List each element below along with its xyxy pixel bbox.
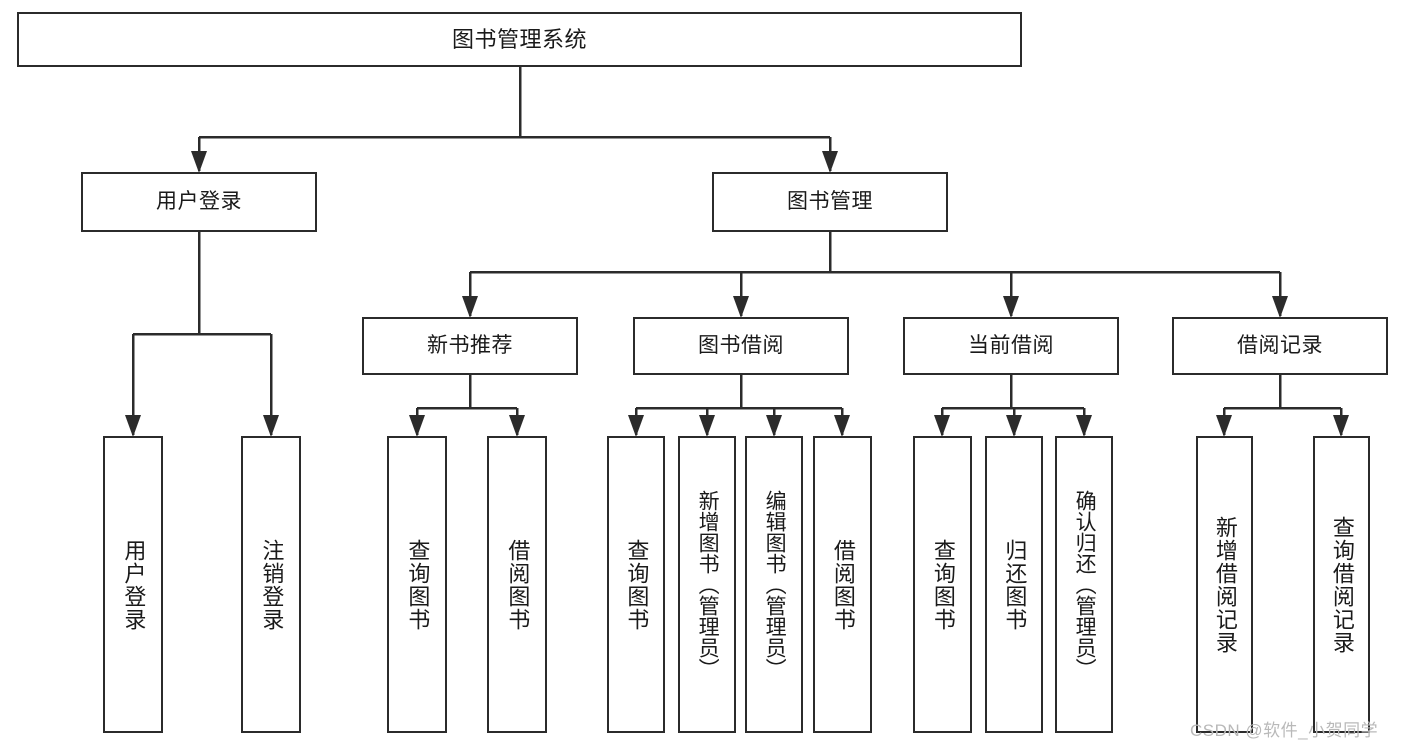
node-label: 用户登录 [121,538,147,631]
node-label: 用户登录 [156,189,242,213]
node-label: 注销登录 [259,538,285,631]
node-label: 新增图书（管理员） [696,490,720,679]
leaf-add-book-admin[interactable]: 新增图书（管理员） [678,436,736,733]
node-label: 图书管理 [787,189,873,213]
node-label: 借阅记录 [1237,333,1323,357]
node-borrow-record[interactable]: 借阅记录 [1172,317,1388,375]
leaf-borrow-book[interactable]: 借阅图书 [813,436,872,733]
leaf-add-borrow-record[interactable]: 新增借阅记录 [1196,436,1253,733]
node-label: 借阅图书 [830,538,856,631]
leaf-query-book-borrow[interactable]: 查询图书 [607,436,665,733]
node-label: 查询图书 [405,538,431,631]
leaf-return-book[interactable]: 归还图书 [985,436,1043,733]
node-label: 编辑图书（管理员） [763,490,787,679]
node-label: 确认归还（管理员） [1073,490,1097,679]
csdn-watermark: CSDN @软件_小贺同学 [1190,721,1379,740]
node-label: 图书管理系统 [451,26,587,52]
node-new-book-recommend[interactable]: 新书推荐 [362,317,578,375]
node-current-borrow[interactable]: 当前借阅 [903,317,1119,375]
leaf-query-book-recommend[interactable]: 查询图书 [387,436,447,733]
leaf-logout-login[interactable]: 注销登录 [241,436,301,733]
node-root-system[interactable]: 图书管理系统 [17,12,1022,67]
node-label: 借阅图书 [505,538,531,631]
node-user-login[interactable]: 用户登录 [81,172,317,232]
node-label: 当前借阅 [968,333,1054,357]
node-label: 查询图书 [624,538,650,631]
node-label: 查询图书 [930,538,956,631]
leaf-edit-book-admin[interactable]: 编辑图书（管理员） [745,436,803,733]
node-book-borrow[interactable]: 图书借阅 [633,317,849,375]
leaf-borrow-book-recommend[interactable]: 借阅图书 [487,436,547,733]
leaf-query-borrow-record[interactable]: 查询借阅记录 [1313,436,1370,733]
leaf-query-book-current[interactable]: 查询图书 [913,436,972,733]
node-book-management[interactable]: 图书管理 [712,172,948,232]
leaf-confirm-return-admin[interactable]: 确认归还（管理员） [1055,436,1113,733]
leaf-user-login[interactable]: 用户登录 [103,436,163,733]
node-label: 新书推荐 [427,333,513,357]
node-label: 图书借阅 [698,333,784,357]
node-label: 归还图书 [1002,538,1028,631]
node-label: 新增借阅记录 [1212,515,1238,654]
node-label: 查询借阅记录 [1329,515,1355,654]
